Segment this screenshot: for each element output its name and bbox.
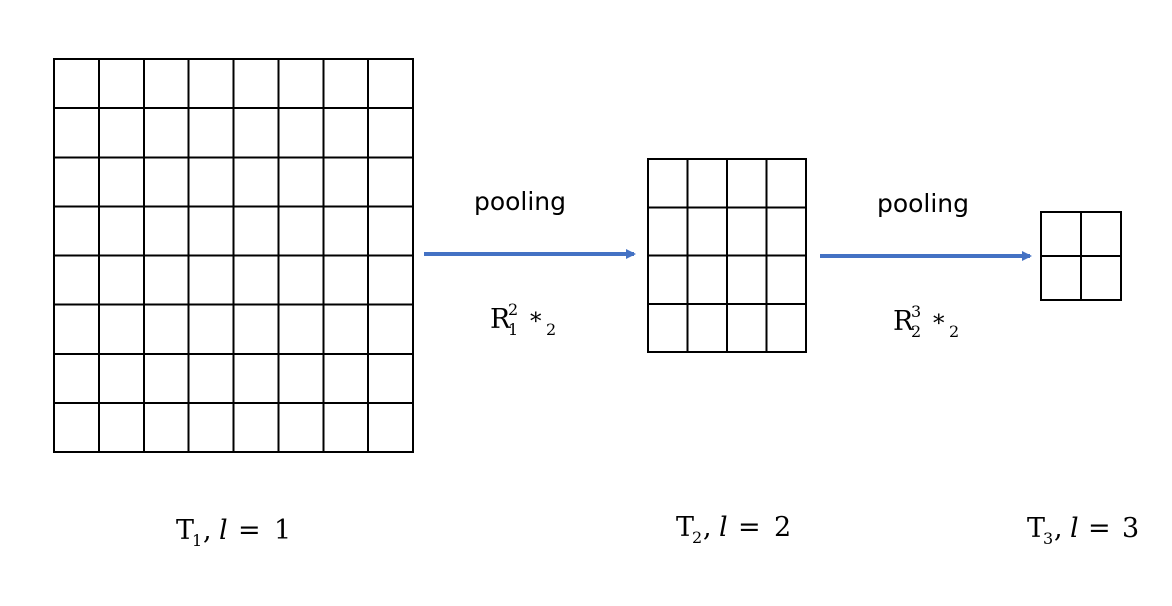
grid-t3 (1040, 211, 1122, 301)
level-equals: = (238, 515, 261, 546)
grid-t1 (53, 58, 414, 453)
pooling-formula-1: R 2 1 * 2 (490, 300, 556, 339)
level-value: 3 (1122, 513, 1139, 544)
formula-operator: * (933, 311, 945, 337)
level-separator: , (1054, 513, 1063, 544)
level-variable: l (719, 512, 728, 543)
level-label-t3: T 3 , l = 3 (1027, 513, 1139, 548)
pooling-formula-2: R 3 2 * 2 (893, 302, 959, 341)
pooling-label-2: pooling (877, 189, 969, 218)
level-sub: 1 (192, 531, 202, 550)
level-base: T (1027, 513, 1045, 544)
formula-sub: 2 (911, 322, 921, 341)
formula-operator: * (530, 309, 542, 335)
formula-sub: 1 (508, 320, 518, 339)
level-base: T (676, 512, 694, 543)
level-equals: = (738, 512, 761, 543)
level-separator: , (703, 512, 712, 543)
level-equals: = (1088, 513, 1111, 544)
level-sub: 2 (692, 528, 702, 547)
level-variable: l (219, 515, 228, 546)
formula-operator-sub: 2 (546, 320, 556, 339)
level-sub: 3 (1043, 529, 1053, 548)
level-base: T (176, 515, 194, 546)
formula-base: R (893, 306, 914, 337)
level-variable: l (1070, 513, 1079, 544)
level-label-t1: T 1 , l = 1 (176, 515, 291, 550)
level-separator: , (203, 515, 212, 546)
formula-base: R (490, 304, 511, 335)
level-value: 1 (274, 515, 291, 546)
formula-sup: 2 (508, 300, 518, 319)
level-label-t2: T 2 , l = 2 (676, 512, 791, 547)
formula-sup: 3 (911, 302, 921, 321)
level-value: 2 (774, 512, 791, 543)
grid-t2 (647, 158, 807, 353)
pooling-label-1: pooling (474, 187, 566, 216)
formula-operator-sub: 2 (949, 322, 959, 341)
